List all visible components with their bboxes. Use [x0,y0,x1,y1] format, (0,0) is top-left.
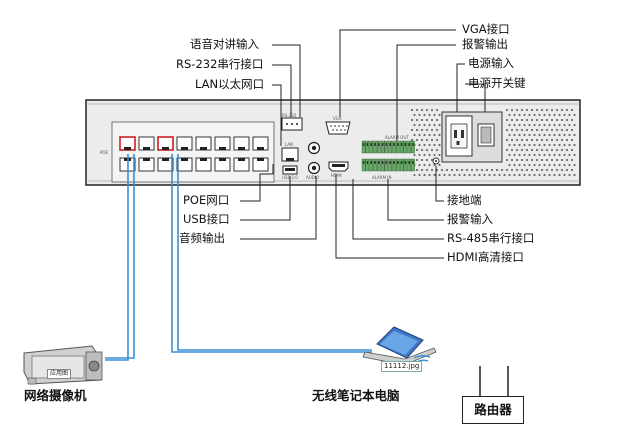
label-router: 路由器 [474,402,512,417]
label-rs485: RS-485串行接口 [447,231,535,245]
poe-port [138,157,155,172]
hdmi-port [328,161,349,172]
label-poe: POE网口 [183,193,230,207]
label-usb: USB接口 [183,212,230,226]
label-audio-talk-input: 语音对讲输入 [190,37,259,51]
camera-sticker: 应用图 [47,369,72,379]
label-wireless-laptop: 无线笔记本电脑 [312,388,400,403]
wifi-icon [413,354,431,359]
mark-alarm-in: ALARM IN [372,175,392,180]
poe-port [214,136,231,151]
mark-audio: AUDIO [306,175,320,180]
poe-port [195,136,212,151]
label-rs232: RS-232串行接口 [176,57,264,71]
mark-lan: LAN [285,142,294,147]
mark-hdmi: HDMI [331,173,342,178]
mark-rs232: RS-232 [282,113,297,118]
poe-port [119,136,136,151]
poe-port [195,157,212,172]
poe-port [176,136,193,151]
laptop-computer [362,326,437,366]
label-alarm-in: 报警输入 [447,212,493,226]
alarm-terminal-blocks [361,140,415,172]
mark-alarm-out: ALARM OUT [385,135,409,140]
label-network-camera: 网络摄像机 [24,388,87,403]
audio-jacks [307,141,321,175]
vga-port [325,121,351,135]
poe-port [157,136,174,151]
mark-poe: POE [100,150,109,155]
router-antennas [479,366,509,396]
network-cables [105,154,372,361]
label-power-switch: 电源开关键 [468,76,526,90]
poe-port-grid [119,136,269,172]
poe-port [138,136,155,151]
laptop-file-tag: 11112.jpg [381,361,423,372]
mark-usb: USB 2.0 [282,175,298,180]
label-vga: VGA接口 [462,22,510,36]
power-supply-module [432,111,503,165]
label-audio-out: 音频输出 [179,231,225,245]
callout-lines [240,29,486,259]
vent-grille [410,108,576,177]
poe-port [157,157,174,172]
label-hdmi: HDMI高清接口 [447,250,524,264]
label-lan: LAN以太网口 [195,77,265,91]
mark-vga: VGA [333,116,342,121]
poe-port [252,136,269,151]
poe-port [233,136,250,151]
label-alarm-out: 报警输出 [462,37,508,51]
lan-usb-block [281,117,303,175]
router-box: 路由器 [462,396,524,424]
poe-port [233,157,250,172]
poe-port [214,157,231,172]
label-ground: 接地端 [447,193,482,207]
poe-port [176,157,193,172]
label-power-input: 电源输入 [468,56,514,70]
poe-port [252,157,269,172]
